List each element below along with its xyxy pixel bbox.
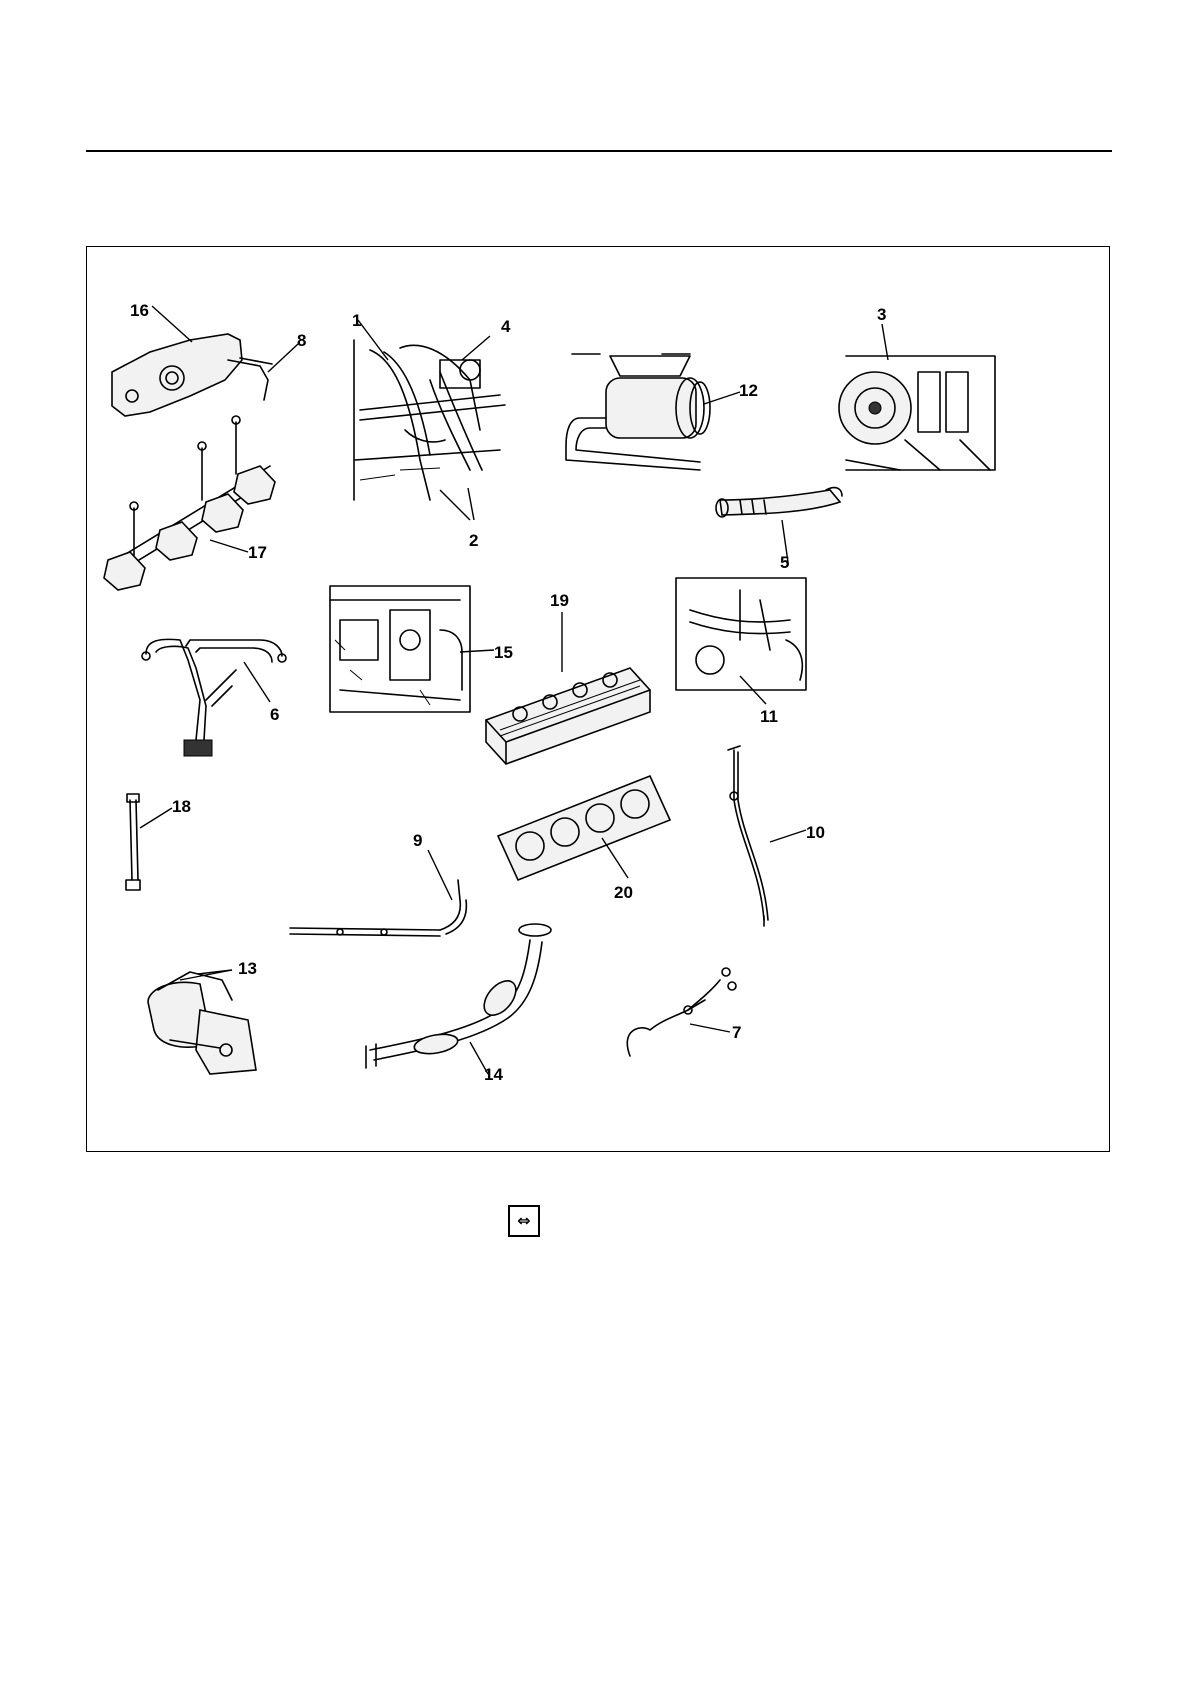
callout-4: 4	[501, 317, 511, 336]
callout-10: 10	[806, 823, 825, 842]
callout-6: 6	[270, 705, 279, 724]
callout-5: 5	[780, 553, 789, 572]
rocker-arm-shaft-part	[104, 416, 275, 590]
callout-15: 15	[494, 643, 513, 662]
head-gasket-part	[498, 776, 670, 880]
ac-compressor-part	[566, 354, 710, 470]
callout-14: 14	[484, 1065, 503, 1084]
callout-7: 7	[732, 1023, 741, 1042]
exhaust-pipe-part	[366, 924, 551, 1068]
callout-3: 3	[877, 305, 886, 324]
callout-17: 17	[248, 543, 267, 562]
glow-plug-harness-part	[627, 968, 736, 1056]
callout-12: 12	[739, 381, 758, 400]
callout-2: 2	[469, 531, 478, 550]
injection-pipes-part	[142, 639, 286, 756]
callout-labels: 16 8 1 4 2 12 3 17 5 19 15 11 6 18 10 9 …	[130, 301, 886, 1084]
callout-11: 11	[760, 707, 778, 726]
oil-dipstick-part	[728, 746, 768, 926]
swap-arrows-icon: ⇔	[508, 1205, 540, 1237]
oil-filter-part	[148, 972, 256, 1074]
rocker-cover-part	[112, 334, 272, 416]
callout-9: 9	[413, 831, 422, 850]
leak-off-pipe-part	[290, 880, 466, 936]
intake-hose-part	[716, 488, 842, 517]
crank-pulley-part	[839, 356, 995, 470]
cylinder-head-part	[486, 668, 650, 764]
callout-16: 16	[130, 301, 149, 320]
callout-18: 18	[172, 797, 191, 816]
callout-19: 19	[550, 591, 569, 610]
callout-1: 1	[352, 311, 361, 330]
engine-rear-view-part	[676, 578, 806, 690]
callout-13: 13	[238, 959, 257, 978]
callout-20: 20	[614, 883, 633, 902]
engine-hose-view	[354, 340, 505, 500]
callout-8: 8	[297, 331, 306, 350]
long-bolt-part	[126, 794, 140, 890]
engine-side-view-part	[330, 586, 470, 712]
